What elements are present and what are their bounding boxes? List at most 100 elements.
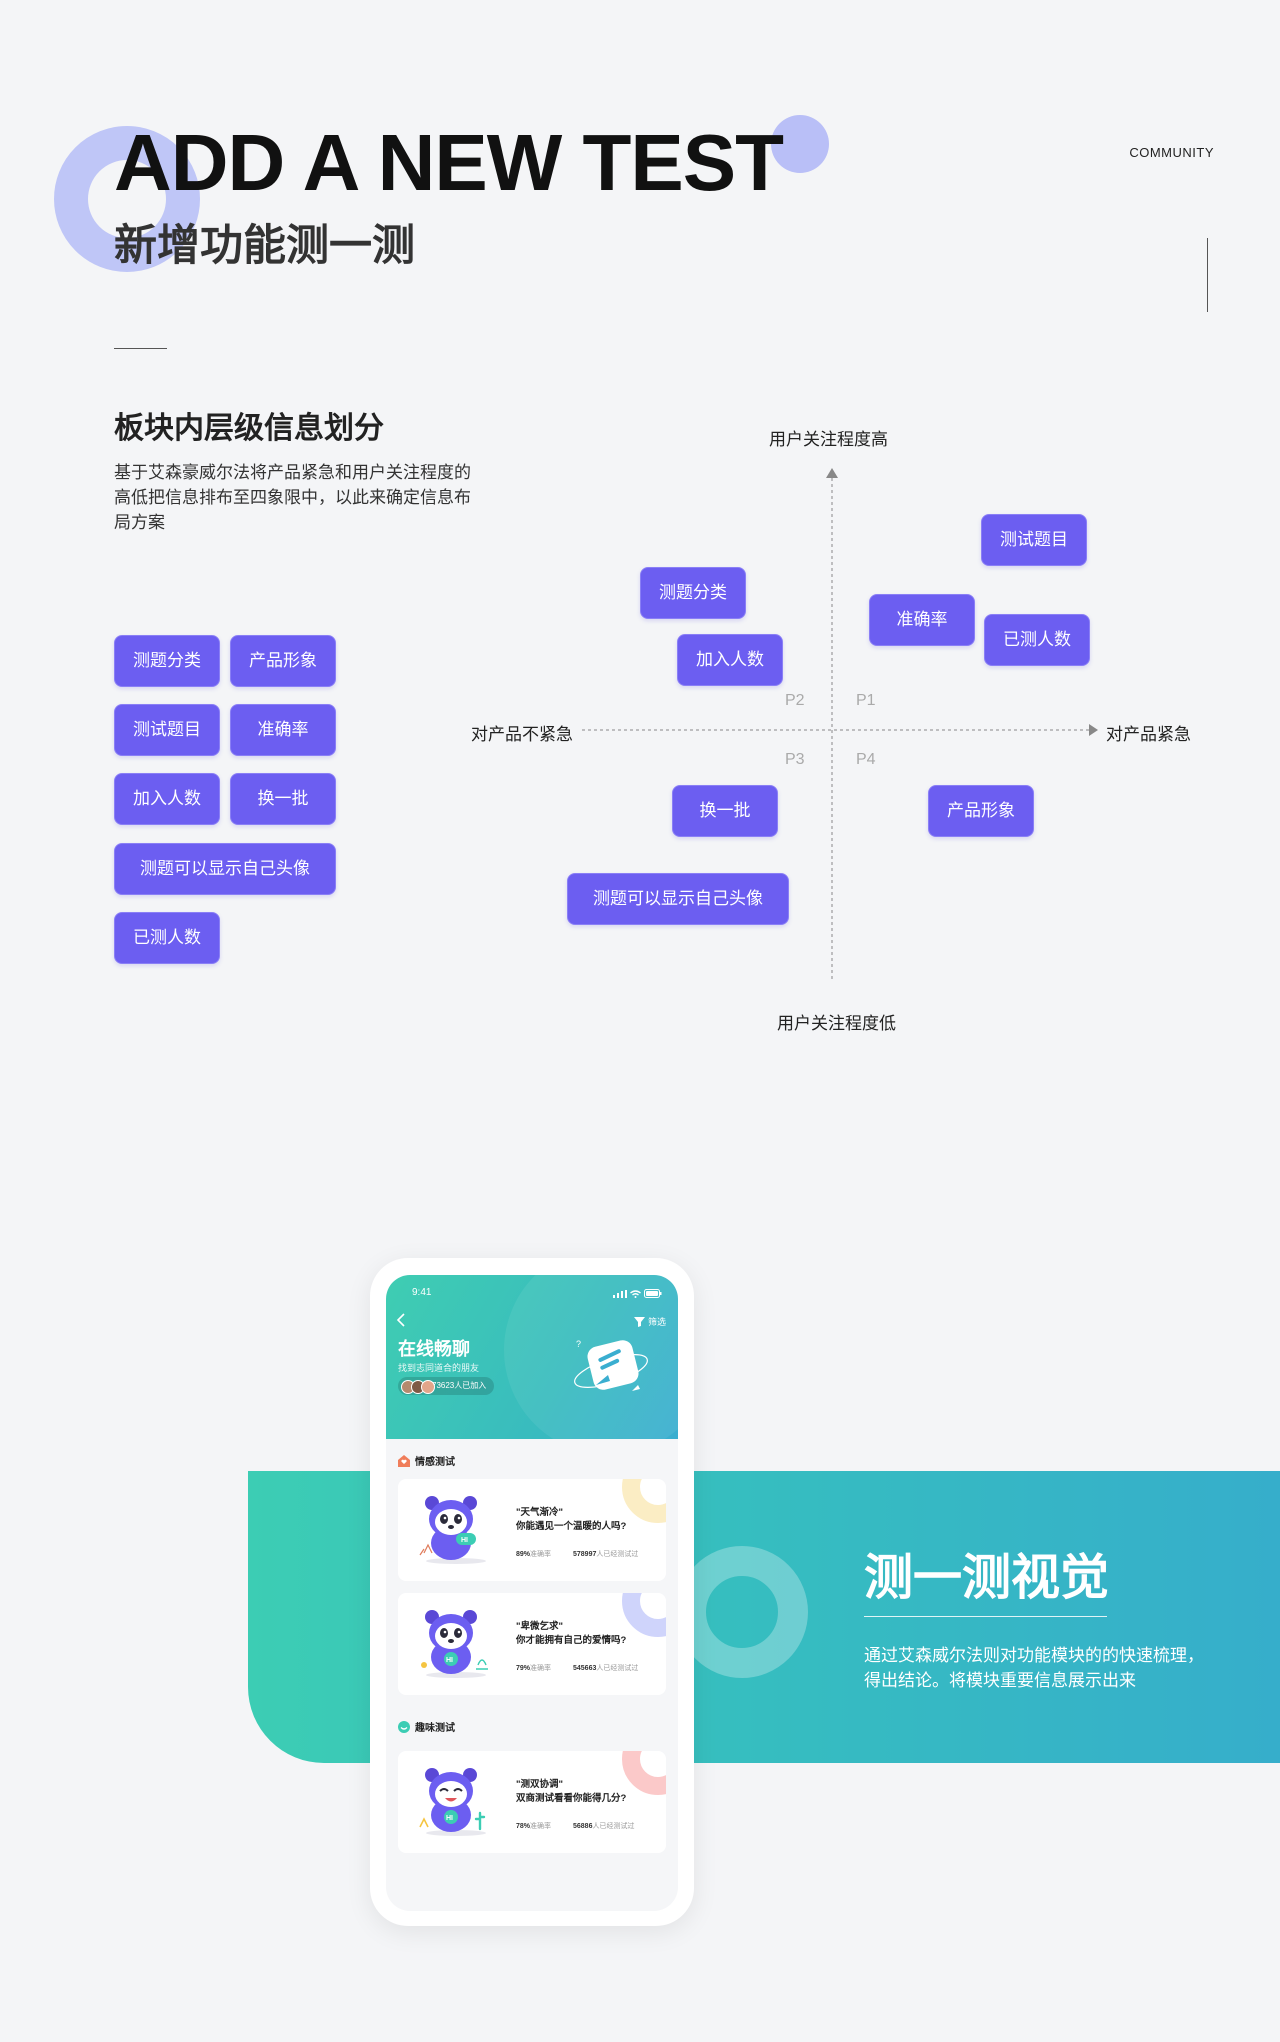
- section-emotion-test: 情感测试: [398, 1453, 455, 1468]
- card-accuracy: 79%准确率: [516, 1663, 551, 1673]
- card-accuracy: 89%准确率: [516, 1549, 551, 1559]
- wifi-icon: [630, 1289, 641, 1298]
- tag-tested-count: 已测人数: [114, 912, 220, 964]
- count-value: 545663: [573, 1665, 597, 1672]
- svg-text:HI: HI: [446, 1657, 453, 1664]
- card-question: "测双协调" 双商测试看看你能得几分?: [516, 1778, 626, 1806]
- accuracy-label: 准确率: [530, 1551, 552, 1558]
- card-quote: "卑微乞求": [516, 1621, 564, 1632]
- card-text: 你能遇见一个温暖的人吗?: [516, 1521, 627, 1532]
- count-value: 56886: [573, 1823, 593, 1830]
- visual-description: 通过艾森威尔法则对功能模块的的快速梳理，得出结论。将模块重要信息展示出来: [864, 1646, 1204, 1690]
- accuracy-label: 准确率: [530, 1665, 552, 1672]
- quadrant-p1-label: P1: [856, 692, 876, 709]
- card-accent-arc: [622, 1751, 666, 1795]
- accuracy-value: 78%: [516, 1823, 531, 1830]
- tag-test-topic: 测试题目: [114, 704, 220, 756]
- quadrant-tag-accuracy: 准确率: [869, 594, 975, 646]
- svg-text:?: ?: [576, 1339, 581, 1349]
- count-label: 人已经测试过: [592, 1823, 635, 1830]
- visual-divider: [864, 1616, 1107, 1617]
- card-text: 你才能拥有自己的爱情吗?: [516, 1635, 627, 1646]
- quadrant-p4-label: P4: [856, 751, 876, 768]
- quadrant-tag-show-avatar: 测题可以显示自己头像: [567, 873, 789, 925]
- count-value: 578997: [573, 1551, 597, 1558]
- card-accent-arc: [622, 1479, 666, 1523]
- screen-title: 在线畅聊: [398, 1339, 470, 1359]
- accuracy-value: 89%: [516, 1551, 531, 1558]
- section-fun-test: 趣味测试: [398, 1719, 455, 1734]
- battery-icon: [644, 1289, 662, 1298]
- svg-text:HI: HI: [461, 1537, 468, 1544]
- quadrant-tag-test-topic: 测试题目: [981, 514, 1087, 566]
- tag-accuracy: 准确率: [230, 704, 336, 756]
- page-title: ADD A NEW TEST: [114, 118, 784, 207]
- card-tested-count: 545663人已经测试过: [573, 1663, 638, 1673]
- back-button[interactable]: [396, 1313, 406, 1331]
- test-card[interactable]: HI "天气渐冷" 你能遇见一个温暖的人吗? 89%准确率 578997人已经测…: [398, 1479, 666, 1581]
- joined-count: 73623人已加入: [432, 1381, 487, 1390]
- filter-button[interactable]: 筛选: [633, 1315, 666, 1328]
- section-label: 情感测试: [415, 1457, 455, 1468]
- card-tested-count: 56886人已经测试过: [573, 1821, 634, 1831]
- card-text: 双商测试看看你能得几分?: [516, 1793, 627, 1804]
- quadrant-tag-test-category: 测题分类: [640, 567, 746, 619]
- joined-badge: 73623人已加入: [398, 1377, 495, 1395]
- quadrant-tag-tested-count: 已测人数: [984, 614, 1090, 666]
- accuracy-label: 准确率: [530, 1823, 552, 1830]
- smile-icon: [398, 1720, 410, 1733]
- quadrant-tag-product-image: 产品形象: [928, 785, 1034, 837]
- avatar-stack: [401, 1380, 435, 1394]
- quadrant-p2-label: P2: [785, 692, 805, 709]
- tag-refresh: 换一批: [230, 773, 336, 825]
- community-label: COMMUNITY: [1129, 145, 1214, 160]
- page-subtitle: 新增功能测一测: [114, 222, 415, 270]
- signal-icon: [613, 1289, 627, 1298]
- count-label: 人已经测试过: [596, 1551, 639, 1558]
- axis-label-high-attention: 用户关注程度高: [769, 430, 888, 449]
- card-question: "天气渐冷" 你能遇见一个温暖的人吗?: [516, 1506, 626, 1534]
- accuracy-value: 79%: [516, 1665, 531, 1672]
- tag-join-count: 加入人数: [114, 773, 220, 825]
- chevron-left-icon: [396, 1313, 405, 1327]
- horizontal-divider: [114, 348, 167, 349]
- phone-screen: 9:41 筛选 在线畅聊 找到志同道合的朋友: [386, 1275, 678, 1911]
- tag-show-avatar: 测题可以显示自己头像: [114, 843, 336, 895]
- section-title: 板块内层级信息划分: [114, 412, 384, 445]
- vertical-divider: [1207, 238, 1208, 312]
- avatar: [421, 1380, 435, 1394]
- test-card[interactable]: HI "卑微乞求" 你才能拥有自己的爱情吗? 79%准确率 545663人已经测…: [398, 1593, 666, 1695]
- visual-title: 测一测视觉: [864, 1551, 1110, 1605]
- axis-label-urgent: 对产品紧急: [1106, 725, 1191, 744]
- card-accuracy: 78%准确率: [516, 1821, 551, 1831]
- axis-label-low-attention: 用户关注程度低: [777, 1014, 896, 1033]
- panda-mascot-icon: HI: [421, 1610, 488, 1678]
- status-icons: [613, 1289, 662, 1298]
- quadrant-tag-refresh: 换一批: [672, 785, 778, 837]
- section-description: 基于艾森豪威尔法将产品紧急和用户关注程度的高低把信息排布至四象限中，以此来确定信…: [114, 463, 471, 532]
- screen-subtitle: 找到志同道合的朋友: [398, 1363, 480, 1373]
- status-time: 9:41: [412, 1287, 432, 1298]
- card-accent-arc: [622, 1593, 666, 1637]
- card-quote: "测双协调": [516, 1779, 564, 1790]
- quadrant-axes: [582, 468, 1098, 980]
- svg-text:HI: HI: [446, 1815, 453, 1822]
- count-label: 人已经测试过: [596, 1665, 639, 1672]
- chat-illustration: ?: [574, 1339, 648, 1391]
- section-label: 趣味测试: [415, 1723, 455, 1734]
- tag-product-image: 产品形象: [230, 635, 336, 687]
- quadrant-p3-label: P3: [785, 751, 805, 768]
- banner-ring-decoration: [676, 1546, 808, 1678]
- card-question: "卑微乞求" 你才能拥有自己的爱情吗?: [516, 1620, 626, 1648]
- card-tested-count: 578997人已经测试过: [573, 1549, 638, 1559]
- panda-mascot-icon: HI: [419, 1768, 486, 1836]
- funnel-icon: [633, 1317, 645, 1327]
- axis-label-not-urgent: 对产品不紧急: [471, 725, 573, 744]
- tag-test-category: 测题分类: [114, 635, 220, 687]
- decorative-dot: [771, 115, 829, 173]
- filter-label: 筛选: [647, 1317, 666, 1327]
- heart-house-icon: [398, 1454, 410, 1467]
- test-card[interactable]: HI "测双协调" 双商测试看看你能得几分? 78%准确率 56886人已经测试…: [398, 1751, 666, 1853]
- quadrant-tag-join-count: 加入人数: [677, 634, 783, 686]
- screen-header: 9:41 筛选 在线畅聊 找到志同道合的朋友: [386, 1275, 678, 1439]
